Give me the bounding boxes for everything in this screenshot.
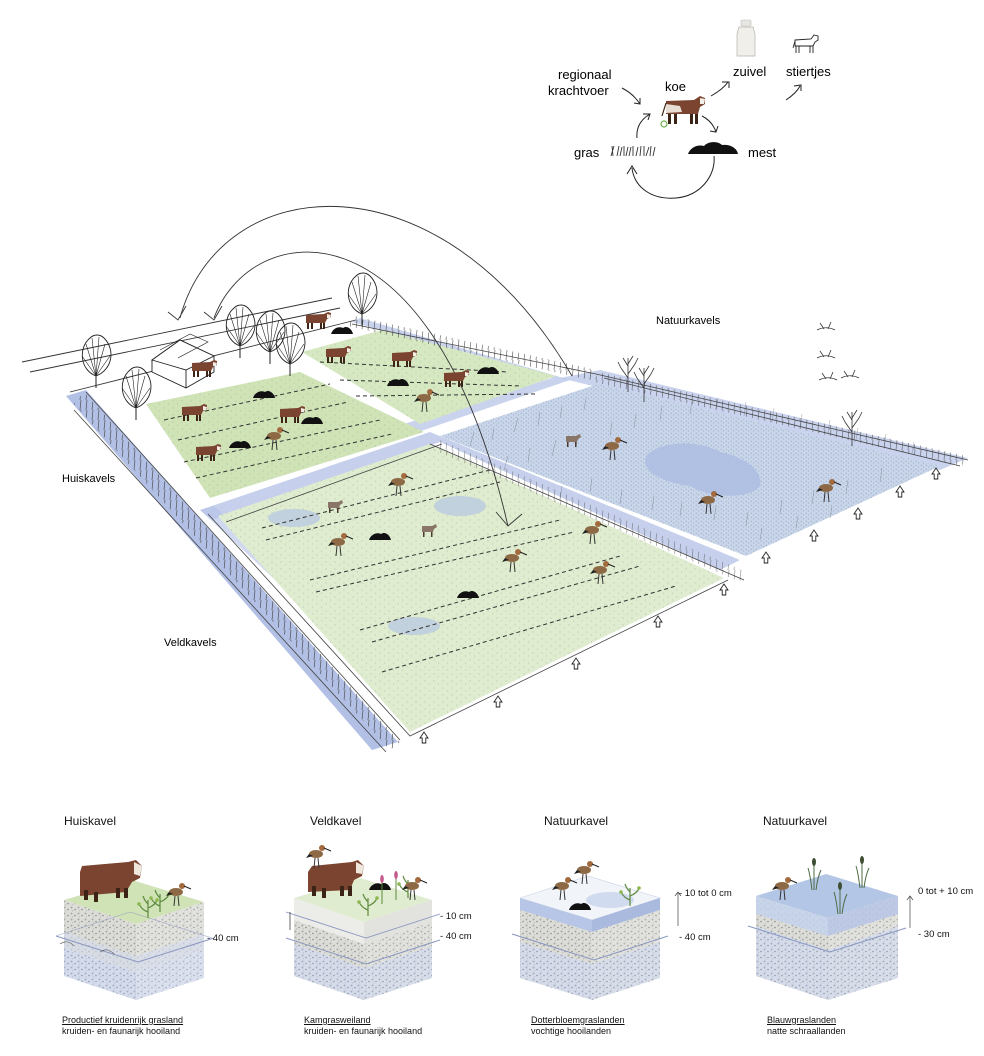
manure-pile-icon <box>688 142 738 154</box>
cycle-label-manure: mest <box>748 145 777 160</box>
caption-sub-field: kruiden- en faunarijk hooiland <box>304 1026 423 1036</box>
grass-tufts-icon <box>610 145 656 157</box>
farmhouse <box>150 333 216 389</box>
milk-bottle-icon <box>736 19 756 57</box>
cycle-label-grass: gras <box>574 145 600 160</box>
section-title-home: Huiskavel <box>64 814 117 828</box>
home-field-upper <box>302 330 556 424</box>
flow-arcs <box>167 206 573 527</box>
cow-icon <box>308 860 364 898</box>
depth-label: - 40 cm <box>440 931 472 942</box>
cycle-label-feed: regionaal krachtvoer <box>548 67 615 98</box>
cow-icon <box>660 96 705 128</box>
depth-label: - 30 cm <box>918 929 950 940</box>
nutrient-cycle: regionaal krachtvoer koe zuivel stiertje… <box>548 19 831 199</box>
section-block-nature-wet <box>511 860 682 1000</box>
caption-sub-home: kruiden- en faunarijk hooiland <box>62 1026 181 1036</box>
calf-outline-icon <box>792 34 819 53</box>
caption-sub-nature-blue: natte schraallanden <box>767 1026 846 1036</box>
section-block-field <box>285 844 441 1000</box>
region-label-nature: Natuurkavels <box>656 315 721 327</box>
nature-plot <box>440 384 940 556</box>
wet-hollows <box>268 496 486 635</box>
depth-label: - 10 cm <box>440 911 472 922</box>
section-title-nature-wet: Natuurkavel <box>544 814 609 828</box>
home-field-lower <box>146 372 424 498</box>
caption-title-field: Kamgrasweiland <box>304 1015 371 1025</box>
depth-label: 0 tot + 10 cm <box>918 886 974 897</box>
fence-posts <box>74 316 966 750</box>
caption-sub-nature-wet: vochtige hooilanden <box>531 1026 612 1036</box>
caption-title-nature-blue: Blauwgraslanden <box>767 1015 837 1025</box>
cow-icon <box>80 860 142 902</box>
section-block-home <box>55 860 215 1000</box>
region-label-field: Veldkavels <box>164 637 217 649</box>
field-furrows <box>163 361 677 673</box>
cycle-label-calves: stiertjes <box>786 64 831 79</box>
cycle-label-dairy: zuivel <box>733 64 766 79</box>
flying-birds <box>816 321 860 381</box>
section-block-nature-blue <box>747 855 914 1000</box>
depth-label: - 10 tot 0 cm <box>679 888 732 899</box>
field-plot <box>218 444 724 732</box>
section-title-nature-blue: Natuurkavel <box>763 814 828 828</box>
region-label-home: Huiskavels <box>62 473 116 485</box>
cycle-label-cow: koe <box>665 79 686 94</box>
landscape: Huiskavels Veldkavels Natuurkavels <box>21 206 969 753</box>
depth-label: - 40 cm <box>207 933 239 944</box>
depth-label: - 40 cm <box>679 932 711 943</box>
section-title-field: Veldkavel <box>310 814 362 828</box>
caption-title-home: Productief kruidenrijk grasland <box>62 1015 184 1025</box>
nature-reeds <box>469 397 915 541</box>
caption-title-nature-wet: Dotterbloemgraslanden <box>531 1015 625 1025</box>
cycle-arrows <box>621 81 802 199</box>
